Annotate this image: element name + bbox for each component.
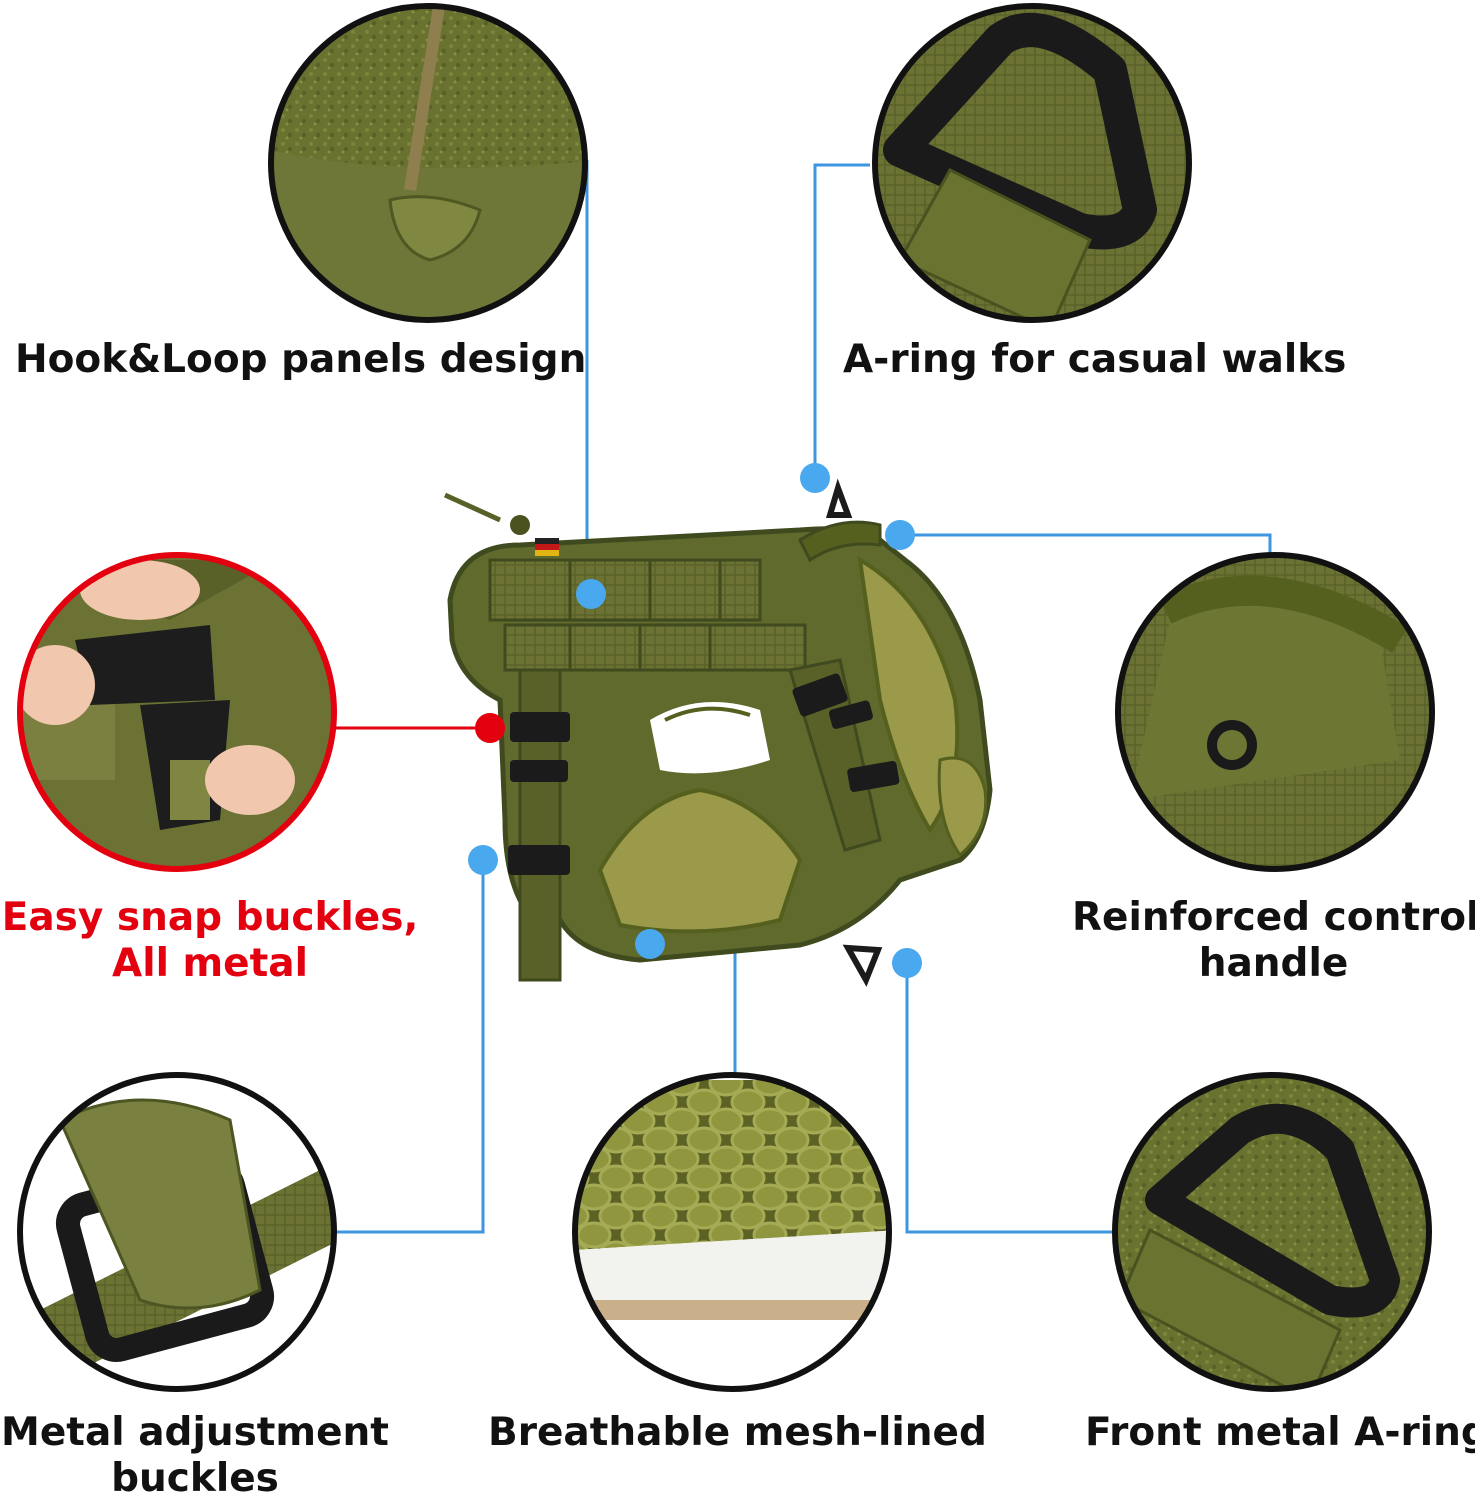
label-front-ring: Front metal A-ring [1085, 1410, 1475, 1455]
label-snap-buckles-line1: Easy snap buckles, [1, 895, 419, 940]
label-a-ring: A-ring for casual walks [843, 337, 1347, 382]
dot-handle [885, 520, 915, 550]
dot-adjust [468, 845, 498, 875]
label-snap-buckles: Easy snap buckles, All metal [0, 895, 420, 987]
dot-mesh [635, 929, 665, 959]
connector-a-ring [813, 163, 870, 478]
label-adjustment-buckles-line1: Metal adjustment [1, 1410, 389, 1455]
connector-handle [900, 533, 1272, 555]
label-hook-loop: Hook&Loop panels design [15, 337, 587, 382]
detail-photo-a-ring [872, 3, 1192, 323]
dot-a-ring [800, 463, 830, 493]
connector-front [905, 963, 1115, 1234]
detail-photo-mesh [572, 1072, 892, 1392]
detail-photo-snap-buckle [17, 552, 337, 872]
detail-photo-front-ring [1112, 1072, 1432, 1392]
label-control-handle: Reinforced control handle [1072, 895, 1475, 987]
detail-photo-adjustment-buckle [17, 1072, 337, 1392]
label-control-handle-line1: Reinforced control [1072, 895, 1475, 940]
marker-dots [468, 463, 922, 978]
detail-photo-hook-loop [268, 3, 588, 323]
connector-adjust [335, 862, 485, 1234]
label-snap-buckles-line2: All metal [112, 941, 308, 986]
dot-snap [475, 713, 505, 743]
dot-front [892, 948, 922, 978]
harness-illustration [443, 478, 993, 987]
dot-hook-loop [576, 579, 606, 609]
label-adjustment-buckles-line2: buckles [111, 1456, 279, 1501]
label-mesh: Breathable mesh-lined [488, 1410, 987, 1455]
label-control-handle-line2: handle [1198, 941, 1349, 986]
detail-photo-control-handle [1115, 552, 1435, 872]
connector-mesh [650, 942, 737, 1075]
label-adjustment-buckles: Metal adjustment buckles [0, 1410, 390, 1502]
